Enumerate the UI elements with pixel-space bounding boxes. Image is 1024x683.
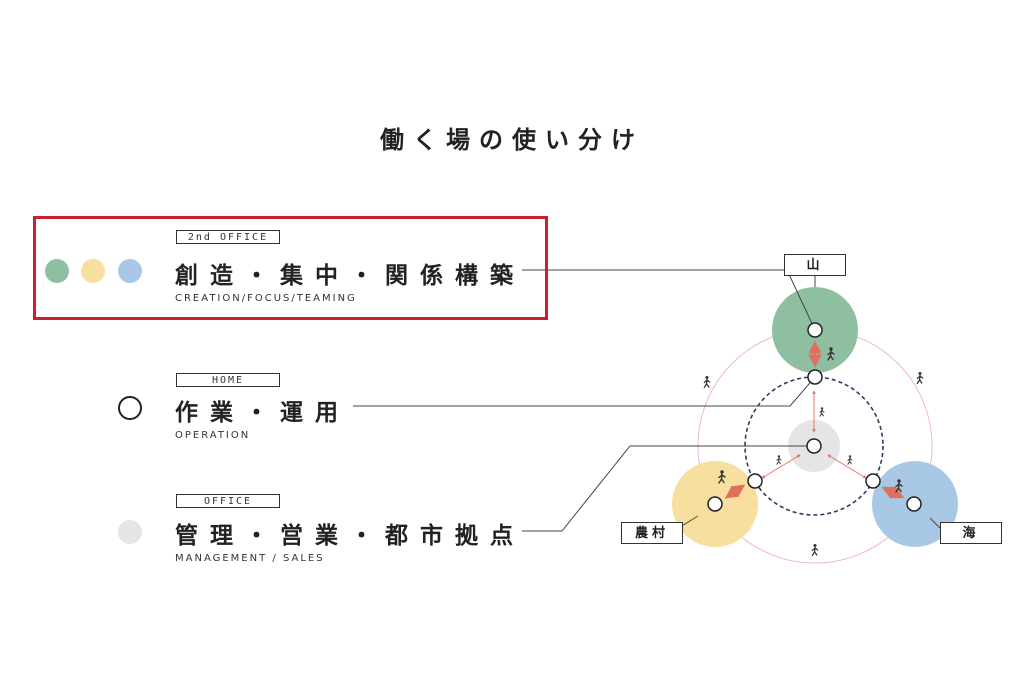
office-color-dot [118, 520, 142, 544]
walking-person-icon [811, 543, 819, 557]
sea-color-dot [118, 259, 142, 283]
node-home-top [807, 369, 823, 385]
home-outline-dot [118, 396, 142, 420]
node-mountain [807, 322, 823, 338]
legend-tag-2nd-office: 2nd OFFICE [176, 230, 280, 244]
rural-color-dot [81, 259, 105, 283]
page-title: 働く場の使い分け [380, 126, 644, 154]
legend-sub-home: OPERATION [175, 430, 251, 441]
highlight-box [33, 216, 548, 320]
legend-label-office: 管理・営業・都市拠点 [175, 523, 525, 549]
node-office [806, 438, 822, 454]
walking-person-icon [703, 375, 711, 389]
connector-line-office [522, 445, 814, 532]
walking-person-icon [847, 454, 853, 465]
place-label-sea: 海 [940, 522, 1002, 544]
mountain-color-dot [45, 259, 69, 283]
node-home-right [865, 473, 881, 489]
node-home-left [747, 473, 763, 489]
walking-person-icon [819, 406, 825, 417]
legend-sub-2nd-office: CREATION/FOCUS/TEAMING [175, 293, 357, 304]
node-sea [906, 496, 922, 512]
legend-tag-home: HOME [176, 373, 280, 387]
legend-tag-office: OFFICE [176, 494, 280, 508]
place-label-mountain: 山 [784, 254, 846, 276]
connector-line-2nd-office [522, 269, 816, 331]
place-label-rural: 農村 [621, 522, 683, 544]
connector-line-home [353, 376, 816, 407]
legend-sub-office: MANAGEMENT / SALES [175, 553, 325, 564]
node-rural [707, 496, 723, 512]
walking-person-icon [916, 371, 924, 385]
legend-label-2nd-office: 創造・集中・関係構築 [175, 263, 525, 289]
legend-label-home: 作業・運用 [175, 400, 350, 426]
walking-person-icon [776, 454, 782, 465]
